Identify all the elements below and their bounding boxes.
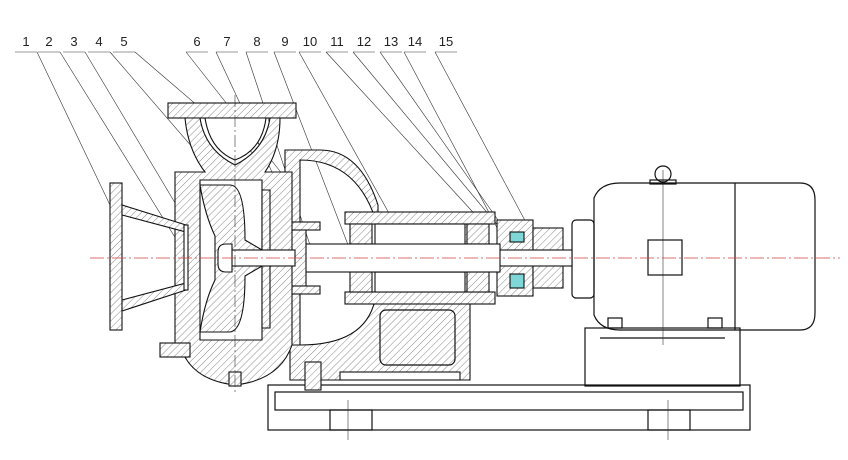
leader-line bbox=[36, 51, 111, 206]
leader-line bbox=[84, 51, 191, 229]
part-label-10: 10 bbox=[303, 34, 317, 49]
part-label-15: 15 bbox=[439, 34, 453, 49]
leader-line bbox=[352, 51, 501, 229]
part-label-1: 1 bbox=[22, 34, 29, 49]
terminal-box bbox=[647, 239, 683, 276]
inlet-flange bbox=[109, 182, 189, 331]
motor bbox=[571, 165, 816, 345]
motor-base bbox=[584, 317, 741, 387]
part-label-2: 2 bbox=[45, 34, 52, 49]
part-label-9: 9 bbox=[281, 34, 288, 49]
leader-line bbox=[325, 51, 483, 223]
part-label-12: 12 bbox=[357, 34, 371, 49]
part-label-4: 4 bbox=[95, 34, 102, 49]
base-plate bbox=[267, 384, 751, 440]
bearing-bracket bbox=[284, 149, 471, 391]
part-label-14: 14 bbox=[408, 34, 422, 49]
part-label-3: 3 bbox=[70, 34, 77, 49]
leader-line bbox=[379, 51, 513, 241]
part-label-13: 13 bbox=[384, 34, 398, 49]
part-label-11: 11 bbox=[330, 34, 344, 49]
part-label-7: 7 bbox=[223, 34, 230, 49]
pump-volute-casing bbox=[159, 102, 297, 387]
part-label-8: 8 bbox=[253, 34, 260, 49]
part-label-6: 6 bbox=[193, 34, 200, 49]
lifting-eye bbox=[654, 165, 672, 183]
part-label-5: 5 bbox=[120, 34, 127, 49]
leader-line bbox=[298, 51, 391, 216]
